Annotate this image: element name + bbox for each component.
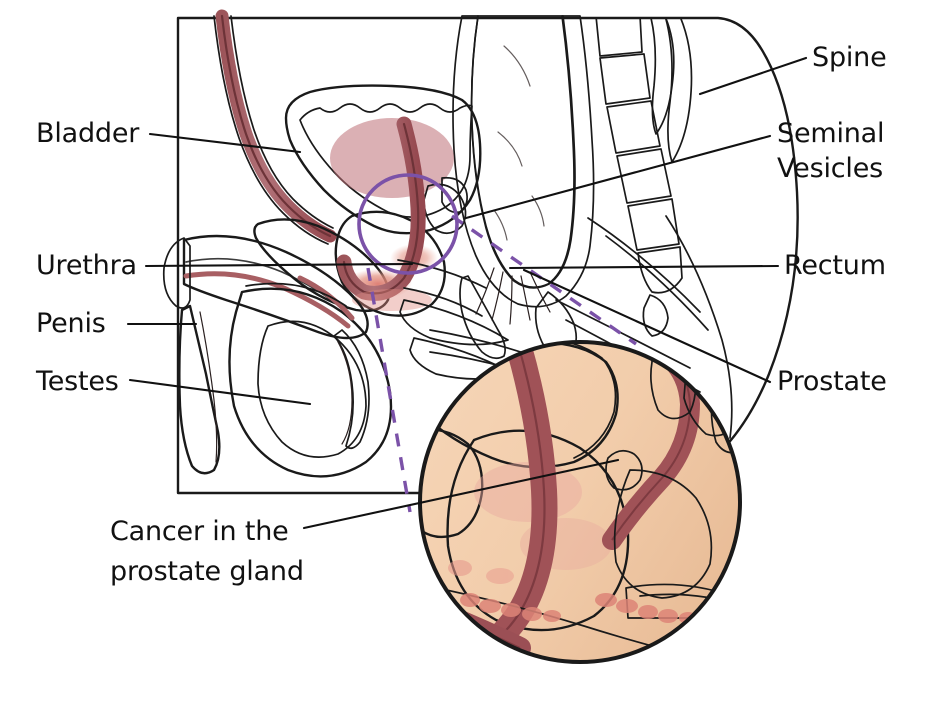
label-layer: Spine Seminal Vesicles Rectum Prostate B… [35, 42, 887, 587]
label-penis: Penis [36, 308, 106, 339]
label-cancer-line1: Cancer in the [110, 516, 289, 547]
leader-seminal-vesicles [464, 134, 772, 220]
penis [162, 234, 369, 475]
dashed-connector-left [366, 267, 412, 513]
leader-prostate [522, 268, 772, 384]
vas-deferens-tubes [213, 9, 337, 245]
spine-bones [595, 18, 693, 337]
label-seminal-vesicles-line1: Seminal [777, 118, 884, 149]
label-spine: Spine [812, 42, 887, 73]
label-seminal-vesicles-line2: Vesicles [777, 153, 883, 184]
leader-urethra [144, 262, 414, 268]
label-cancer-line2: prostate gland [110, 556, 304, 587]
magnified-inset [418, 340, 742, 664]
region-of-interest-circle [357, 173, 459, 275]
rectum [452, 15, 595, 360]
leader-lines [126, 56, 808, 530]
leader-cancer [302, 458, 620, 530]
label-rectum: Rectum [784, 250, 886, 281]
label-prostate: Prostate [777, 366, 887, 397]
leader-testes [128, 378, 312, 406]
testes-scrotum [228, 275, 393, 478]
leader-spine [698, 56, 808, 96]
leader-rectum [508, 264, 780, 270]
label-testes: Testes [35, 366, 119, 397]
label-bladder: Bladder [36, 118, 140, 149]
label-urethra: Urethra [36, 250, 137, 281]
leader-bladder [148, 132, 302, 154]
